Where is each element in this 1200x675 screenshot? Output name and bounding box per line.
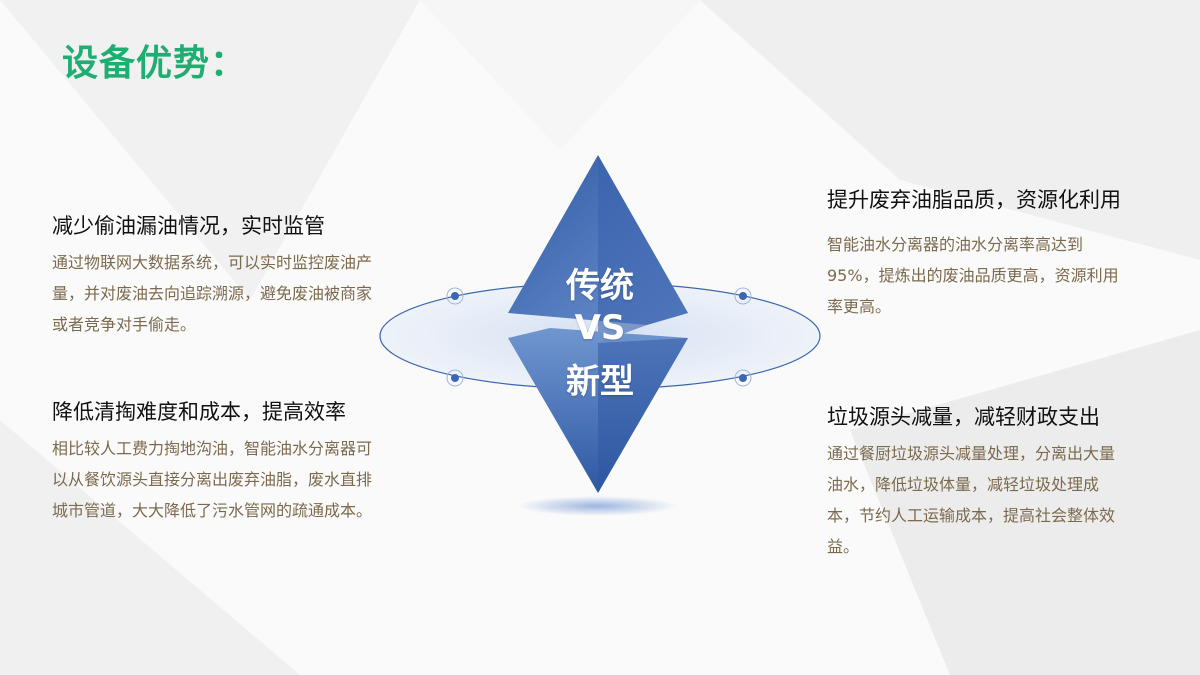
advantage-heading: 垃圾源头减量，减轻财政支出	[827, 405, 1100, 429]
diamond-orbit-graphic	[379, 155, 821, 516]
advantage-block-1: 减少偷油漏油情况，实时监管 通过物联网大数据系统，可以实时监控废油产量，并对废油…	[52, 212, 382, 340]
advantage-body: 相比较人工费力掏地沟油，智能油水分离器可以从餐饮源头直接分离出废弃油脂，废水直排…	[52, 439, 373, 520]
advantage-block-4: 垃圾源头减量，减轻财政支出 通过餐厨垃圾源头减量处理，分离出大量油水，降低垃圾体…	[827, 403, 1127, 562]
advantage-body: 通过餐厨垃圾源头减量处理，分离出大量油水，降低垃圾体量，减轻垃圾处理成本，节约人…	[827, 444, 1116, 556]
advantage-block-3: 提升废弃油脂品质，资源化利用 智能油水分离器的油水分离率高达到95%，提炼出的废…	[827, 186, 1132, 322]
page-title: 设备优势：	[62, 43, 248, 84]
advantage-block-2: 降低清掏难度和成本，提高效率 相比较人工费力掏地沟油，智能油水分离器可以从餐饮源…	[52, 398, 382, 526]
advantage-heading: 降低清掏难度和成本，提高效率	[52, 400, 346, 424]
vs-graphic: 传统 VS 新型	[370, 150, 830, 520]
advantage-body: 通过物联网大数据系统，可以实时监控废油产量，并对废油去向追踪溯源，避免废油被商家…	[52, 253, 373, 334]
vs-label-vs: VS	[574, 308, 626, 348]
vs-label-traditional: 传统	[566, 266, 634, 306]
advantage-body: 智能油水分离器的油水分离率高达到95%，提炼出的废油品质更高，资源利用率更高。	[827, 235, 1119, 316]
vs-label-new: 新型	[566, 362, 634, 402]
advantage-heading: 提升废弃油脂品质，资源化利用	[827, 188, 1121, 212]
advantage-heading: 减少偷油漏油情况，实时监管	[52, 214, 325, 238]
